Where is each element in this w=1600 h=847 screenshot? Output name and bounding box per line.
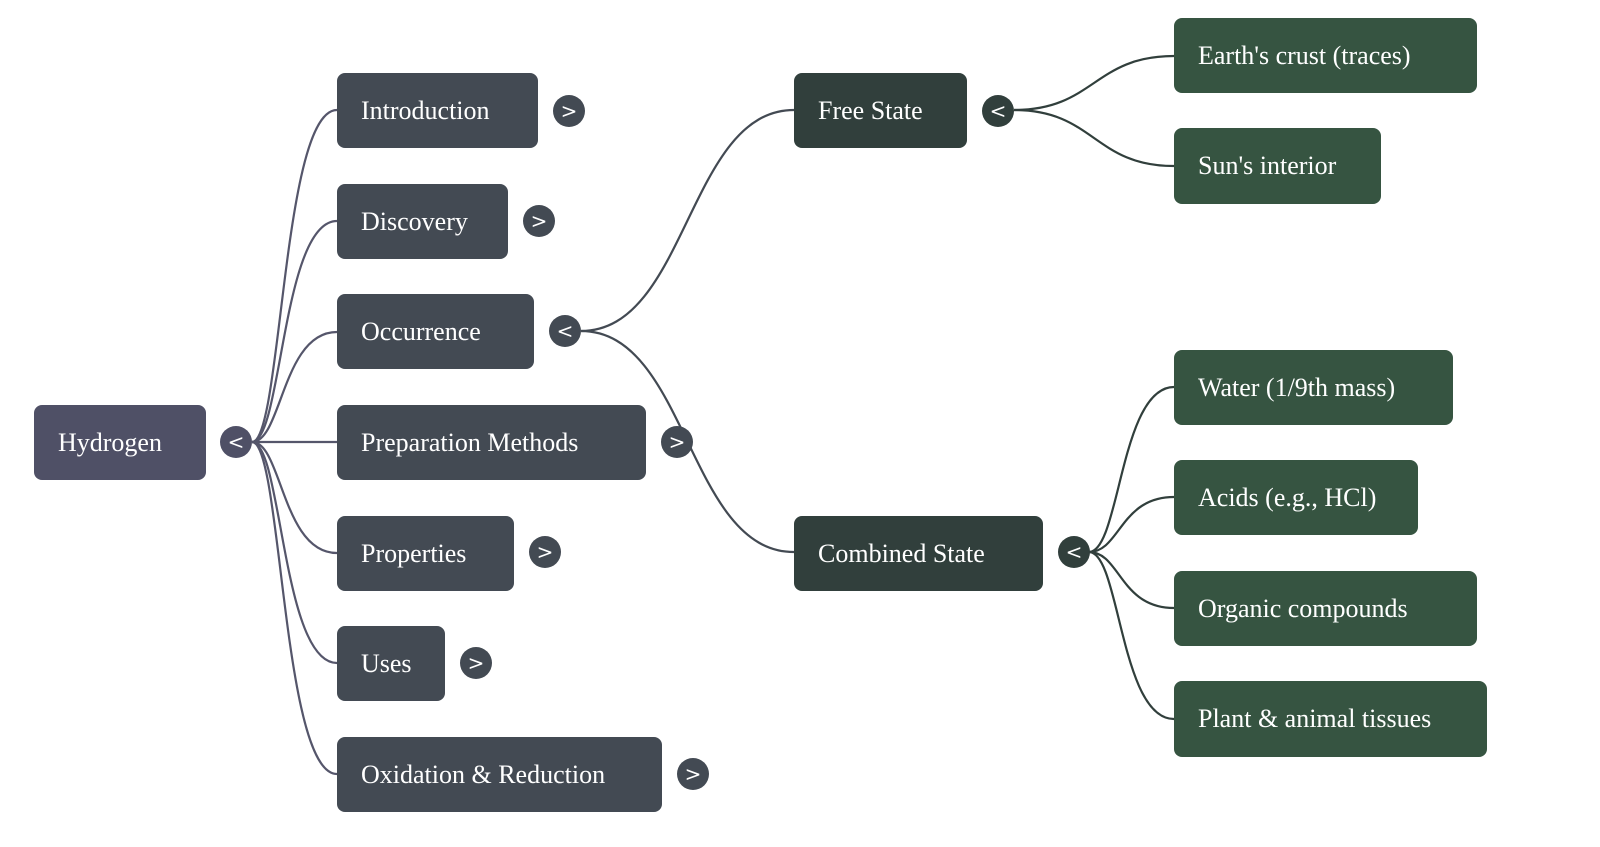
node-occurrence[interactable]: Occurrence [337, 294, 534, 369]
connector-root-to-l1 [251, 440, 338, 776]
node-label: Occurrence [361, 316, 481, 346]
connector-root-to-l1 [251, 108, 338, 444]
connector-root-to-l1 [251, 219, 338, 444]
expand-toggle-properties[interactable]: > [529, 536, 561, 568]
expand-toggle-discovery[interactable]: > [523, 205, 555, 237]
connector-occurrence-to-free-state [580, 108, 795, 333]
connector-root-to-l1 [251, 440, 338, 665]
node-acids[interactable]: Acids (e.g., HCl) [1174, 460, 1418, 535]
node-label: Introduction [361, 95, 490, 125]
node-plant-animal-tissues[interactable]: Plant & animal tissues [1174, 681, 1487, 757]
node-label: Properties [361, 538, 467, 568]
chevron-right-icon: > [684, 762, 702, 786]
connector-free-state-to-child [1013, 54, 1175, 112]
node-earths-crust[interactable]: Earth's crust (traces) [1174, 18, 1477, 93]
node-oxidation-reduction[interactable]: Oxidation & Reduction [337, 737, 662, 812]
node-discovery[interactable]: Discovery [337, 184, 508, 259]
node-label: Acids (e.g., HCl) [1198, 482, 1377, 512]
node-uses[interactable]: Uses [337, 626, 445, 701]
node-label: Uses [361, 648, 412, 678]
node-label: Sun's interior [1198, 151, 1337, 180]
node-label: Water (1/9th mass) [1198, 372, 1396, 402]
node-properties[interactable]: Properties [337, 516, 514, 591]
chevron-right-icon: > [467, 651, 485, 675]
chevron-left-icon: < [227, 430, 245, 454]
node-label: Preparation Methods [361, 427, 579, 457]
node-preparation-methods[interactable]: Preparation Methods [337, 405, 646, 480]
expand-toggle-uses[interactable]: > [460, 647, 492, 679]
connector-root-to-l1 [251, 440, 338, 555]
node-organic-compounds[interactable]: Organic compounds [1174, 571, 1477, 646]
connector-combined-state-to-child [1088, 550, 1175, 610]
chevron-right-icon: > [560, 99, 578, 123]
node-hydrogen[interactable]: Hydrogen [34, 405, 206, 480]
node-suns-interior[interactable]: Sun's interior [1174, 128, 1381, 204]
node-label: Organic compounds [1198, 593, 1408, 623]
collapse-toggle-free-state[interactable]: < [982, 95, 1014, 127]
chevron-right-icon: > [536, 540, 554, 564]
chevron-left-icon: < [556, 319, 574, 343]
expand-toggle-introduction[interactable]: > [553, 95, 585, 127]
node-water[interactable]: Water (1/9th mass) [1174, 350, 1453, 425]
node-label: Free State [818, 95, 923, 125]
chevron-left-icon: < [989, 99, 1007, 123]
connector-root-to-l1 [251, 330, 338, 444]
node-label: Plant & animal tissues [1198, 704, 1432, 733]
collapse-toggle-combined-state[interactable]: < [1058, 536, 1090, 568]
expand-toggle-oxidation-reduction[interactable]: > [677, 758, 709, 790]
node-label: Oxidation & Reduction [361, 759, 606, 789]
node-free-state[interactable]: Free State [794, 73, 967, 148]
expand-toggle-preparation-methods[interactable]: > [661, 426, 693, 458]
chevron-left-icon: < [1065, 540, 1083, 564]
collapse-toggle-occurrence[interactable]: < [549, 315, 581, 347]
connector-combined-state-to-child [1088, 495, 1175, 554]
node-combined-state[interactable]: Combined State [794, 516, 1043, 591]
node-label: Earth's crust (traces) [1198, 40, 1411, 70]
collapse-toggle-hydrogen[interactable]: < [220, 426, 252, 458]
node-label: Combined State [818, 538, 985, 568]
chevron-right-icon: > [530, 209, 548, 233]
chevron-right-icon: > [668, 430, 686, 454]
node-introduction[interactable]: Introduction [337, 73, 538, 148]
connector-free-state-to-child [1013, 108, 1175, 168]
connector-combined-state-to-child [1088, 550, 1175, 721]
connector-combined-state-to-child [1088, 385, 1175, 554]
node-label: Hydrogen [58, 427, 162, 457]
node-label: Discovery [361, 206, 468, 236]
